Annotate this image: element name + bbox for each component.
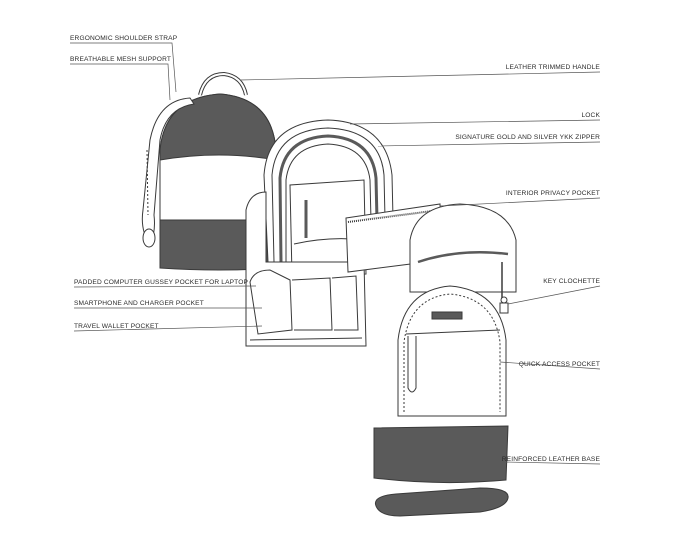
callout-ergonomic-shoulder-strap: ERGONOMIC SHOULDER STRAP [70, 35, 178, 42]
callout-quick-access-pocket: QUICK ACCESS POCKET [518, 361, 600, 368]
pocket-panel [245, 191, 367, 347]
base-plate [374, 487, 509, 517]
leader-lines [70, 42, 601, 465]
key-clochette [500, 296, 508, 304]
callout-ykk-zipper: SIGNATURE GOLD AND SILVER YKK ZIPPER [455, 134, 600, 141]
callout-breathable-mesh-support: BREATHABLE MESH SUPPORT [70, 56, 172, 63]
callout-smartphone-pocket: SMARTPHONE AND CHARGER POCKET [74, 300, 204, 307]
callout-interior-privacy-pocket: INTERIOR PRIVACY POCKET [505, 190, 600, 197]
quick-access-panel [397, 285, 507, 417]
callout-reinforced-leather-base: REINFORCED LEATHER BASE [501, 456, 600, 463]
callout-laptop-pocket: PADDED COMPUTER GUSSEY POCKET FOR LAPTOP [74, 279, 249, 286]
top-handle [198, 71, 248, 96]
callout-lock: LOCK [581, 112, 600, 119]
front-compartment [409, 203, 517, 314]
callout-leather-trimmed-handle: LEATHER TRIMMED HANDLE [505, 64, 600, 71]
callout-travel-wallet-pocket: TRAVEL WALLET POCKET [74, 323, 159, 330]
callout-key-clochette: KEY CLOCHETTE [543, 278, 600, 285]
leather-base [373, 425, 509, 484]
